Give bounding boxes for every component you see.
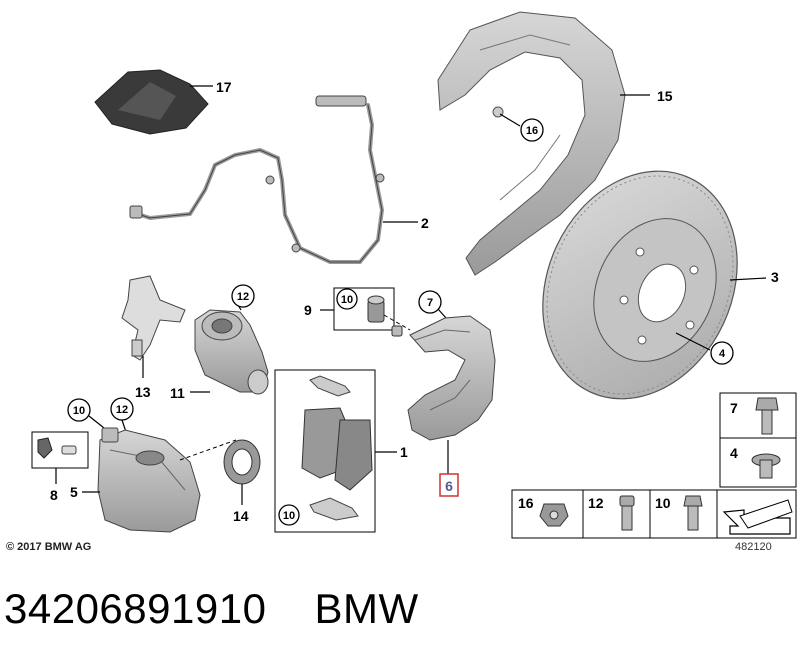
label-16: 16 <box>526 125 538 137</box>
legend-12-label: 12 <box>588 495 604 511</box>
label-9: 9 <box>304 302 312 318</box>
label-4: 4 <box>719 348 726 360</box>
legend-horizontal: 16 12 10 <box>511 489 797 539</box>
part-11-actuator <box>194 309 269 395</box>
part-9-bush <box>367 295 385 323</box>
highlight-box <box>439 473 459 497</box>
legend-nut-16 <box>539 503 569 527</box>
part-5-caliper <box>97 427 201 533</box>
legend-bolt-7 <box>755 397 779 435</box>
label-10-caliper: 10 <box>73 405 85 417</box>
part-number: 34206891910 <box>4 585 267 632</box>
label-12-actuator: 12 <box>237 291 249 303</box>
label-10-padkit: 10 <box>283 510 295 522</box>
part-17-cover <box>94 69 209 135</box>
legend-bolt-10 <box>683 495 703 531</box>
part-1-brake-pads <box>301 375 373 521</box>
legend-bolt-4 <box>751 453 781 479</box>
diagram-id: 482120 <box>735 541 772 553</box>
label-14: 14 <box>233 508 249 524</box>
label-11: 11 <box>170 385 185 401</box>
brand-name: BMW <box>314 585 419 632</box>
label-13: 13 <box>135 384 151 400</box>
label-8: 8 <box>50 487 58 503</box>
label-10-bush: 10 <box>341 294 353 306</box>
label-7: 7 <box>427 297 433 309</box>
label-15: 15 <box>657 88 673 104</box>
legend-4-label: 4 <box>730 445 738 461</box>
legend-10-label: 10 <box>655 495 671 511</box>
legend-bolt-12 <box>619 495 635 531</box>
label-6: 6 <box>445 478 453 494</box>
legend-7-label: 7 <box>730 400 738 416</box>
label-17: 17 <box>216 79 232 95</box>
copyright-notice: © 2017 BMW AG <box>6 541 92 553</box>
part-6-caliper-carrier <box>407 315 496 441</box>
bolt-small <box>391 325 403 337</box>
legend-vertical: 7 4 <box>719 392 797 488</box>
part-2-wear-sensor <box>129 95 385 264</box>
caption-line: 34206891910 BMW <box>4 585 419 633</box>
label-12-caliper: 12 <box>116 404 128 416</box>
part-15-protection-plate <box>437 11 626 276</box>
part-8-clip <box>37 437 77 459</box>
part-14-seal-ring <box>223 439 261 485</box>
legend-16-label: 16 <box>518 495 534 511</box>
part-3-brake-disc <box>542 170 738 400</box>
label-3: 3 <box>771 269 779 285</box>
label-2: 2 <box>421 215 429 231</box>
label-5: 5 <box>70 484 78 500</box>
direction-arrow-icon <box>722 499 793 535</box>
label-1: 1 <box>400 444 408 460</box>
part-13-bracket <box>121 275 186 361</box>
